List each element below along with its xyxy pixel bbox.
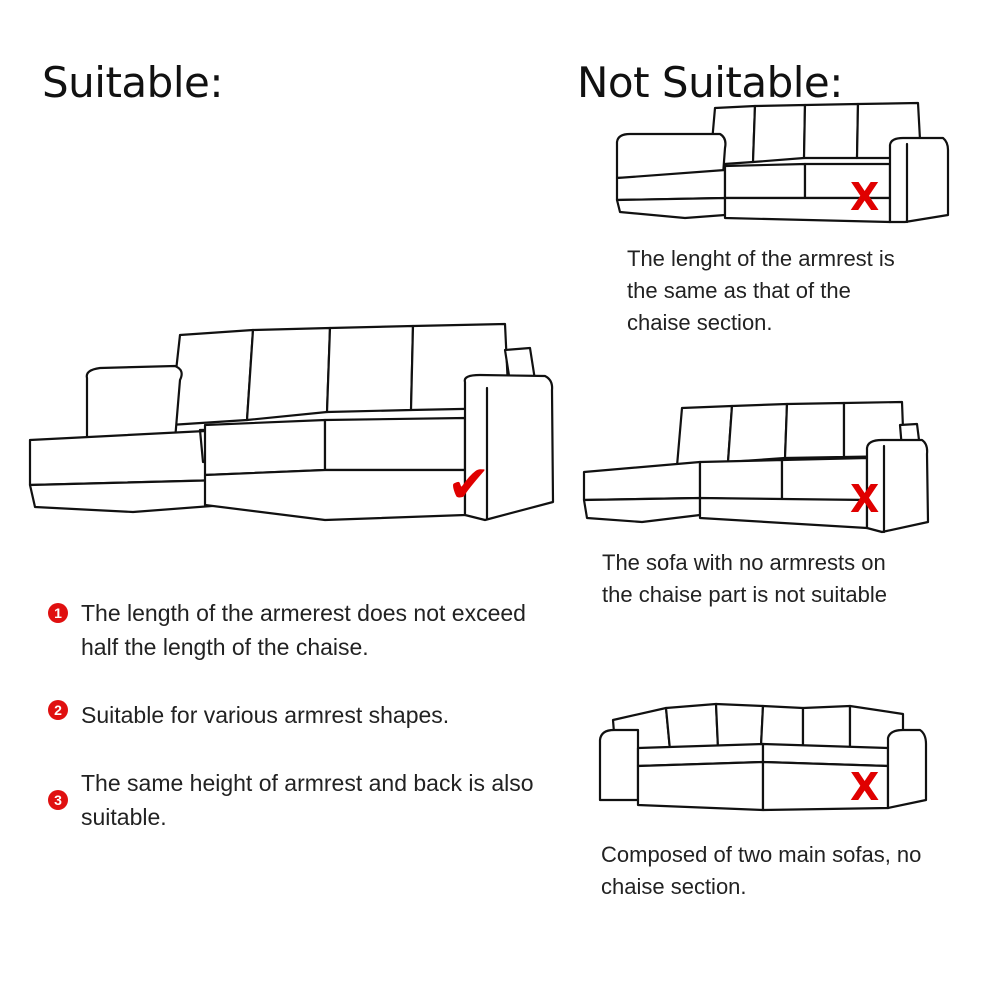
suitable-sofa-illustration	[28, 322, 555, 522]
check-mark: ✔	[447, 455, 491, 515]
suitable-item-text: The same height of armrest and back is a…	[81, 770, 534, 830]
cross-mark-3: X	[850, 765, 880, 809]
suitable-item-text: Suitable for various armrest shapes.	[81, 702, 450, 728]
number-3-badge: 3	[48, 790, 68, 810]
suitable-item-text: The length of the armerest does not exce…	[81, 600, 526, 660]
not-suitable-caption-2: The sofa with no armrests on the chaise …	[602, 550, 887, 607]
number-1-badge: 1	[48, 603, 68, 623]
cross-mark-1: X	[850, 175, 880, 219]
number-2-badge: 2	[48, 700, 68, 720]
not-suitable-sofa-2	[582, 400, 930, 534]
not-suitable-caption-3: Composed of two main sofas, no chaise se…	[601, 842, 922, 899]
not-suitable-heading: Not Suitable:	[577, 58, 843, 107]
not-suitable-sofa-1	[615, 101, 950, 224]
not-suitable-caption-1: The lenght of the armrest is the same as…	[627, 246, 895, 335]
cross-mark-2: X	[850, 477, 880, 521]
not-suitable-sofa-3	[598, 702, 928, 812]
suitable-heading: Suitable:	[42, 58, 223, 107]
